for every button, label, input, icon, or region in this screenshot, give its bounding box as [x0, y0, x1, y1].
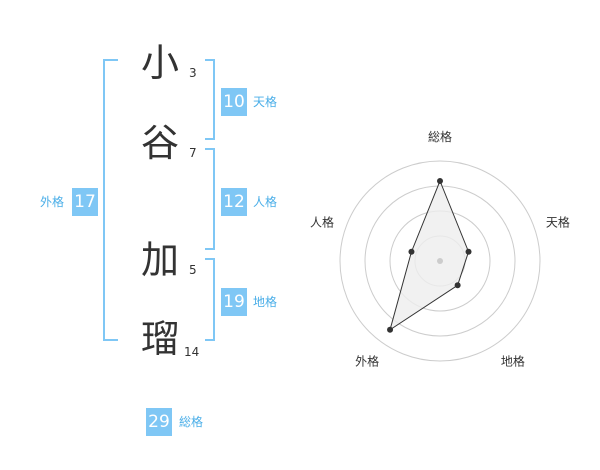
radar-point-3: [454, 282, 461, 289]
radar-point-2: [465, 248, 472, 255]
radar-ring-4: [339, 160, 541, 362]
chikaku-bracket: [205, 258, 215, 341]
gaikaku-label: 外格: [40, 195, 65, 209]
name-char-2-strokes: 7: [189, 146, 197, 160]
soukaku-value: 29: [146, 408, 172, 436]
gaikaku-value: 17: [72, 188, 98, 216]
name-char-3-strokes: 5: [189, 263, 197, 277]
jinkaku-value: 12: [221, 188, 247, 216]
chikaku-value: 19: [221, 288, 247, 316]
tenkaku-value: 10: [221, 88, 247, 116]
radar-axis-label-1: 総格: [428, 129, 452, 144]
radar-axis-label-5: 人格: [310, 215, 334, 230]
tenkaku-label: 天格: [253, 95, 278, 109]
chikaku-label: 地格: [253, 295, 278, 309]
brackets: [103, 59, 215, 341]
name-char-2: 谷: [141, 121, 180, 165]
radar-point-4: [387, 326, 394, 333]
soukaku-label: 総格: [179, 415, 204, 429]
radar-point-1: [437, 178, 443, 184]
name-char-4: 瑠: [141, 317, 180, 361]
jinkaku-label: 人格: [253, 195, 278, 209]
radar-axis-label-2: 天格: [546, 215, 570, 230]
tenkaku-bracket: [205, 59, 215, 140]
radar-center: [437, 258, 443, 264]
name-char-3: 加: [141, 238, 180, 282]
radar-point-5: [408, 248, 415, 255]
gaikaku-bracket: [103, 59, 118, 341]
jinkaku-bracket: [205, 148, 215, 250]
name-char-1-strokes: 3: [189, 66, 197, 80]
name-char-4-strokes: 14: [184, 345, 200, 359]
name-char-1: 小: [141, 41, 180, 85]
radar-axis-label-4: 外格: [355, 353, 379, 368]
radar-polygon: [389, 179, 470, 331]
radar-axis-label-3: 地格: [501, 353, 525, 368]
